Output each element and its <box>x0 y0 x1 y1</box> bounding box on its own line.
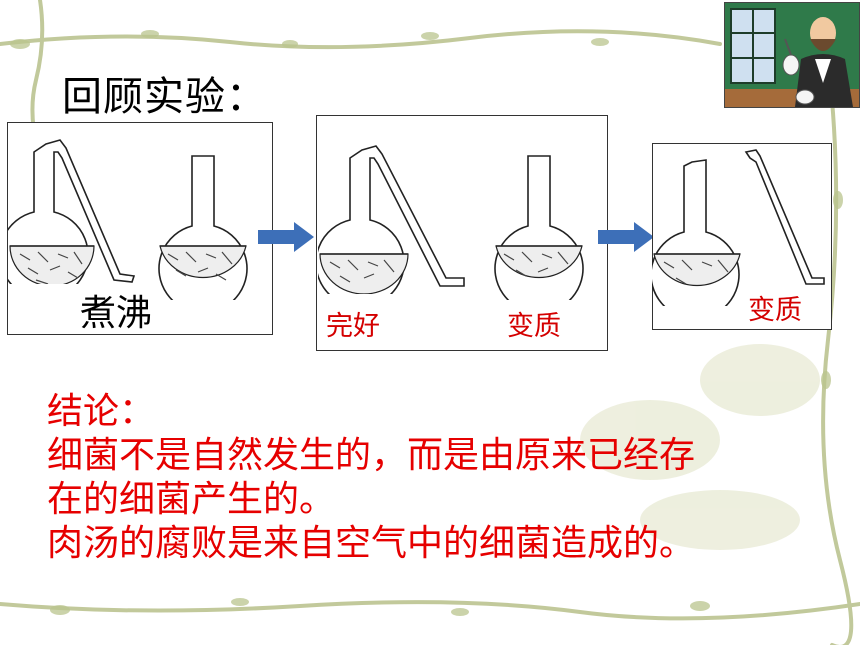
broken-neck-flask-icon <box>652 159 741 306</box>
label-intact: 完好 <box>326 311 380 342</box>
arrow-right-icon-2 <box>598 222 654 252</box>
conclusion-line-2: 在的细菌产生的。 <box>47 479 336 520</box>
swan-neck-flask-icon-1 <box>8 139 136 284</box>
scientist-portrait <box>724 2 860 108</box>
conclusion-heading: 结论： <box>47 391 156 432</box>
label-spoiled-right: 变质 <box>748 295 802 326</box>
arrow-right-icon-1 <box>258 222 314 252</box>
label-boil: 煮沸 <box>80 293 153 334</box>
scientist-portrait-icon <box>725 3 859 107</box>
straight-neck-flask-icon-2 <box>494 155 584 300</box>
label-spoiled-middle: 变质 <box>507 311 561 342</box>
page-title: 回顾实验： <box>62 74 267 120</box>
conclusion-line-1: 细菌不是自然发生的，而是由原来已经存 <box>47 435 696 476</box>
straight-neck-flask-icon-1 <box>158 155 248 300</box>
conclusion-line-3: 肉汤的腐败是来自空气中的细菌造成的。 <box>47 523 696 564</box>
swan-neck-flask-icon-2 <box>318 145 465 294</box>
broken-neck-tube-icon <box>744 149 825 285</box>
